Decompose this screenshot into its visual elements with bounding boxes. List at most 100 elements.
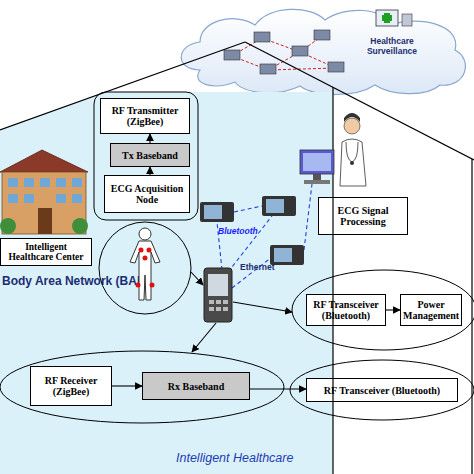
device-arrows-part xyxy=(192,323,216,352)
healthcare-building-part xyxy=(40,178,50,187)
wireless-links-part xyxy=(232,257,272,288)
healthcare-building-part xyxy=(24,194,34,203)
arrow-connector xyxy=(386,309,400,310)
server-icons-part xyxy=(314,30,330,40)
doctor-workstation-part xyxy=(344,113,360,122)
link-label: Ethernet xyxy=(240,262,274,272)
node-text: Intelligent Healthcare Center xyxy=(3,242,89,262)
process-box: RF Transmitter (ZigBee) xyxy=(100,98,190,134)
doctor-workstation-part xyxy=(303,153,331,171)
surveillance-icon-part xyxy=(384,13,390,23)
body-gateway-device-part xyxy=(223,300,228,304)
handheld-devices-part xyxy=(266,199,284,213)
node-text: ECG Signal Processing xyxy=(321,205,405,227)
house-outline-part xyxy=(0,42,245,130)
body-figure xyxy=(130,228,160,300)
healthcare-building-part xyxy=(0,218,16,234)
arrow-connector xyxy=(149,167,150,175)
healthcare-building-part xyxy=(2,172,86,234)
process-box: RF Transceiver (Bluetooth) xyxy=(306,294,386,326)
doctor-workstation-part xyxy=(350,161,354,165)
surveillance-icon-part xyxy=(382,15,392,21)
server-icons-part xyxy=(292,46,308,56)
body-gateway-device-part xyxy=(209,307,214,311)
handheld-devices-part xyxy=(200,202,234,222)
healthcare-building-part xyxy=(8,178,18,187)
server-icons-part xyxy=(328,62,344,72)
handheld-devices-part xyxy=(270,245,304,265)
healthcare-building-part xyxy=(72,178,82,187)
house-outline-part xyxy=(245,42,474,160)
server-network-part xyxy=(232,38,262,56)
server-icons-part xyxy=(260,64,276,74)
healthcare-building-part xyxy=(0,150,88,172)
body-gateway-device-part xyxy=(223,307,228,311)
baseband-box: Rx Baseband xyxy=(142,372,250,400)
body-gateway-device xyxy=(204,268,232,322)
doctor-workstation-part xyxy=(346,142,358,162)
healthcare-building-part xyxy=(56,178,66,187)
node-text: ECG Acquisition Node xyxy=(107,183,187,205)
server-network-part xyxy=(300,36,322,52)
arrow-connector xyxy=(112,385,142,386)
module-outlines-part xyxy=(0,351,284,423)
server-network-part xyxy=(268,52,300,70)
house-outline xyxy=(0,42,474,474)
healthcare-building-part xyxy=(24,178,34,187)
device-arrows-part xyxy=(191,272,203,285)
surveillance-icon xyxy=(376,10,412,26)
handheld-devices-part xyxy=(262,196,296,216)
surveillance-icon-part xyxy=(376,10,398,26)
wireless-links-part xyxy=(304,184,312,250)
body-figure-part xyxy=(150,283,155,288)
healthcare-building-part xyxy=(72,194,82,203)
server-network-part xyxy=(300,52,336,68)
healthcare-building-part xyxy=(8,194,18,203)
doctor-workstation-part xyxy=(340,139,366,186)
doctor-workstation xyxy=(300,113,366,186)
module-outlines-part xyxy=(94,92,198,220)
module-outlines-part xyxy=(99,222,191,314)
cloud-shape-part xyxy=(181,9,465,94)
wireless-links-part xyxy=(234,206,262,212)
server-network-part xyxy=(232,56,268,70)
server-icons-part xyxy=(254,32,270,42)
body-gateway-device-part xyxy=(209,300,214,304)
handheld-devices-part xyxy=(204,205,222,219)
process-box: RF Receiver (ZigBee) xyxy=(30,366,112,406)
healthcare-building-part xyxy=(72,218,88,234)
band-fill xyxy=(0,92,333,474)
cloud-shape xyxy=(181,9,465,94)
center-label-box: Intelligent Healthcare Center xyxy=(0,238,92,266)
body-figure-part xyxy=(136,283,141,288)
body-gateway-device-part xyxy=(216,307,221,311)
body-figure-part xyxy=(139,248,144,253)
process-box: RF Transceiver (Bluetooth) xyxy=(306,378,458,402)
house-outline-part xyxy=(332,87,333,474)
module-outlines xyxy=(0,92,474,423)
doctor-workstation-part xyxy=(300,150,334,174)
node-text: Tx Baseband xyxy=(122,150,178,161)
node-text: Rx Baseband xyxy=(168,381,224,392)
network-band: Body Area Network (BAN)Intelligent Healt… xyxy=(0,92,333,474)
module-outlines-part xyxy=(292,270,474,350)
healthcare-building-part xyxy=(38,208,52,234)
house-outline-part xyxy=(471,159,472,474)
server-network xyxy=(232,36,336,70)
body-gateway-device-part xyxy=(208,274,228,296)
device-arrows-part xyxy=(233,302,292,312)
body-figure-part xyxy=(147,248,152,253)
body-gateway-device-part xyxy=(204,268,232,322)
node-text: Power Management xyxy=(403,299,459,321)
body-figure-part xyxy=(130,241,160,300)
body-figure-part xyxy=(143,256,148,261)
server-icons xyxy=(224,30,344,74)
healthcare-building xyxy=(0,150,88,234)
healthcare-building-part xyxy=(56,194,66,203)
node-text: RF Receiver (ZigBee) xyxy=(33,375,109,397)
node-text: RF Transceiver (Bluetooth) xyxy=(309,299,383,321)
device-arrows xyxy=(191,272,292,352)
